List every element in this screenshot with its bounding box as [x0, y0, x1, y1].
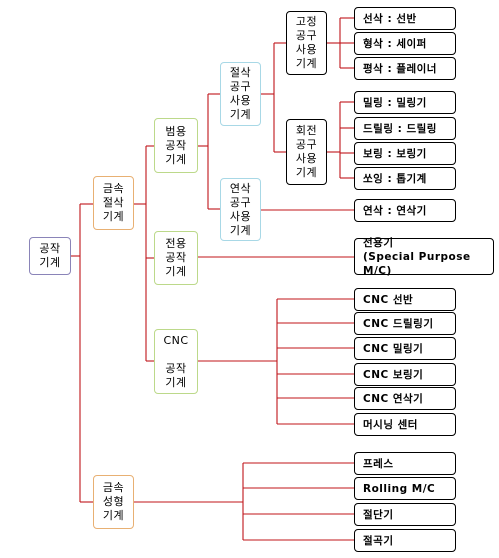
leaf-turning-lathe: 선삭 : 선반 — [354, 7, 456, 30]
node-fixed-tool-machine: 고정 공구 사용 기계 — [286, 11, 327, 75]
leaf-cnc-drilling: CNC 드릴링기 — [354, 312, 456, 335]
leaf-grinding: 연삭 : 연삭기 — [354, 199, 456, 222]
leaf-rolling-machine: Rolling M/C — [354, 477, 456, 500]
node-grinding-tool-machine: 연삭 공구 사용 기계 — [220, 178, 261, 241]
node-machine-tool: 공작 기계 — [29, 237, 71, 275]
leaf-press: 프레스 — [354, 452, 456, 475]
node-general-purpose-machine: 범용 공작 기계 — [154, 118, 198, 173]
leaf-drilling: 드릴링 : 드릴링 — [354, 117, 456, 140]
leaf-boring: 보링 : 보링기 — [354, 142, 456, 165]
leaf-cnc-grinding: CNC 연삭기 — [354, 387, 456, 410]
node-cnc-machine: CNC 공작 기계 — [154, 329, 198, 394]
leaf-special-purpose-machine: 전용기 (Special Purpose M/C) — [354, 237, 494, 277]
leaf-shaping-shaper: 형삭 : 세이퍼 — [354, 32, 456, 55]
node-metal-forming-machine: 금속 성형 기계 — [93, 475, 134, 529]
leaf-milling: 밀링 : 밀링기 — [354, 91, 456, 114]
leaf-cutter: 절단기 — [354, 503, 456, 526]
leaf-sawing: 쏘잉 : 톱기계 — [354, 167, 456, 190]
node-rotary-tool-machine: 회전 공구 사용 기계 — [286, 119, 327, 185]
leaf-bender: 절곡기 — [354, 529, 456, 552]
leaf-planing-planer: 평삭 : 플레이너 — [354, 57, 456, 80]
node-metal-cutting-machine: 금속 절삭 기계 — [93, 176, 134, 230]
leaf-cnc-milling: CNC 밀링기 — [354, 337, 456, 360]
node-special-purpose-machine: 전용 공작 기계 — [154, 231, 198, 285]
leaf-machining-center: 머시닝 센터 — [354, 413, 456, 436]
leaf-cnc-boring: CNC 보링기 — [354, 363, 456, 386]
node-cutting-tool-machine: 절삭 공구 사용 기계 — [220, 62, 261, 126]
leaf-cnc-lathe: CNC 선반 — [354, 288, 456, 311]
